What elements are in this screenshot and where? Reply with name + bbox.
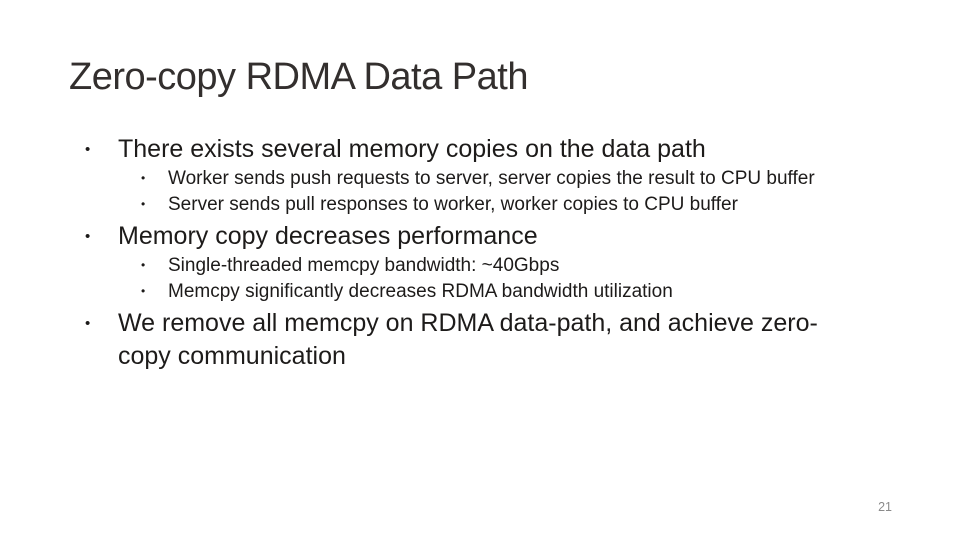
sub-bullet-text: Single-threaded memcpy bandwidth: ~40Gbp… [168,255,560,276]
bullet-icon: • [85,141,91,158]
slide-title: Zero-copy RDMA Data Path [69,56,528,98]
page-number: 21 [878,500,892,514]
bullet-icon: • [141,171,146,185]
sub-bullet-item: • Worker sends push requests to server, … [141,166,857,192]
bullet-icon: • [85,315,91,332]
sub-bullet-text: Memcpy significantly decreases RDMA band… [168,280,673,302]
sub-bullet-item: • Memcpy significantly decreases RDMA ba… [141,279,857,305]
slide-body: • There exists several memory copies on … [85,130,857,373]
sub-bullet-text: Server sends pull responses to worker, w… [168,193,738,215]
bullet-icon: • [141,283,146,298]
bullet-icon: • [141,196,146,211]
bullet-item: • Memory copy decreases performance [85,220,857,253]
bullet-icon: • [141,258,146,272]
bullet-text: Memory copy decreases performance [118,222,538,250]
sub-bullet-item: • Single-threaded memcpy bandwidth: ~40G… [141,253,857,279]
sub-bullet-item: • Server sends pull responses to worker,… [141,192,857,218]
bullet-text: We remove all memcpy on RDMA data-path, … [118,309,818,370]
bullet-text: There exists several memory copies on th… [118,135,706,163]
bullet-icon: • [85,228,91,245]
bullet-item: • There exists several memory copies on … [85,133,857,166]
sub-bullet-text: Worker sends push requests to server, se… [168,168,815,189]
bullet-item: • We remove all memcpy on RDMA data-path… [85,307,857,373]
